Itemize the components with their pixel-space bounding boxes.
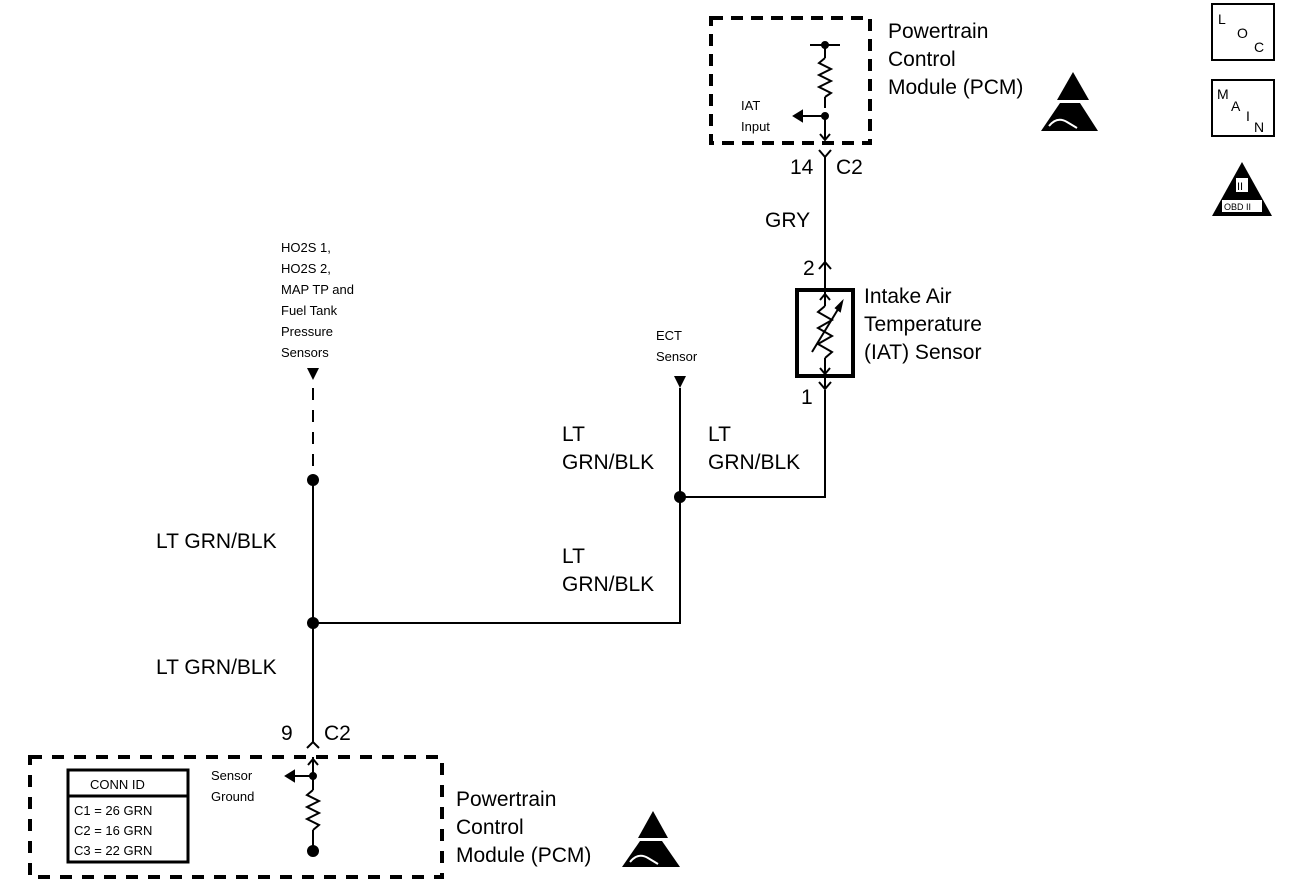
iat-title-line3: (IAT) Sensor (864, 341, 981, 364)
iat-sensor: 2 1 Intake Air Temperature (IAT) Sensor (795, 257, 982, 409)
pcm-top-input-label-line1: IAT (741, 98, 760, 113)
splice-point (307, 474, 319, 486)
conn-id-row: C2 = 16 GRN (74, 823, 152, 838)
iat-title-line1: Intake Air (864, 285, 952, 308)
svg-text:OBD II: OBD II (1224, 202, 1251, 212)
pcm-bottom-connector-id: C2 (324, 722, 351, 745)
svg-text:N: N (1254, 119, 1264, 135)
ect-to-main-wire (313, 497, 681, 624)
other-sensors-line5: Pressure (281, 324, 333, 339)
other-sensors-arrow-icon (307, 368, 319, 380)
esd-warning-icon (622, 811, 680, 867)
ect-label-line1: ECT (656, 328, 682, 343)
sensor-ground-line2: Ground (211, 789, 254, 804)
pcm-bottom-ground-resistor-icon (284, 757, 322, 857)
svg-text:A: A (1231, 98, 1241, 114)
pcm-top-dashed-box (709, 16, 872, 145)
wire-label-grn-blk: GRN/BLK (562, 573, 654, 596)
loc-icon: L O C (1211, 3, 1275, 61)
pcm-bottom-connector: 9 C2 (281, 722, 351, 749)
other-sensors-line1: HO2S 1, (281, 240, 331, 255)
svg-text:II: II (1237, 181, 1243, 193)
pcm-top-title-line2: Control (888, 48, 956, 71)
sensor-ground-line1: Sensor (211, 768, 253, 783)
wire-label-lt: LT (562, 545, 585, 568)
conn-id-row: C1 = 26 GRN (74, 803, 152, 818)
pcm-bottom-title-line2: Control (456, 816, 524, 839)
wire-network (312, 157, 826, 742)
conn-id-header: CONN ID (90, 777, 145, 792)
wire-label-lt: LT (562, 423, 585, 446)
thermistor-icon (811, 292, 844, 376)
ect-arrow-icon (674, 376, 686, 388)
svg-text:L: L (1218, 11, 1226, 27)
wire-label-gry: GRY (765, 209, 810, 232)
pcm-bottom-title-line3: Module (PCM) (456, 844, 591, 867)
splice-dots (307, 474, 686, 629)
pcm-top-pullup-resistor-icon (792, 41, 840, 142)
pcm-top-title-line1: Powertrain (888, 20, 988, 43)
iat-pin-bottom: 1 (801, 386, 813, 409)
other-sensors-line2: HO2S 2, (281, 261, 331, 276)
pcm-bottom-pin-number: 9 (281, 722, 293, 745)
wire-label-lt: LT (708, 423, 731, 446)
main-icon: M A I N (1211, 79, 1275, 137)
pcm-top-connector-id: C2 (836, 156, 863, 179)
svg-text:C: C (1254, 39, 1264, 55)
ect-label-line2: Sensor (656, 349, 698, 364)
other-sensors-line3: MAP TP and (281, 282, 354, 297)
pcm-top-module: IAT Input Powertrain Control Module (PCM… (709, 16, 1098, 145)
pcm-bottom-module: CONN ID C1 = 26 GRN C2 = 16 GRN C3 = 22 … (28, 755, 680, 879)
pcm-top-title-line3: Module (PCM) (888, 76, 1023, 99)
pcm-bottom-dashed-box (28, 755, 444, 879)
svg-text:M: M (1217, 86, 1229, 102)
pcm-bottom-title-line1: Powertrain (456, 788, 556, 811)
wire-label-lt-grn-blk: LT GRN/BLK (156, 656, 277, 679)
conn-id-row: C3 = 22 GRN (74, 843, 152, 858)
ect-sensor-reference: ECT Sensor (656, 328, 698, 388)
splice-point (674, 491, 686, 503)
other-sensors-reference: HO2S 1, HO2S 2, MAP TP and Fuel Tank Pre… (281, 240, 354, 380)
obd-ii-icon: II OBD II (1212, 162, 1272, 216)
conn-id-table: CONN ID C1 = 26 GRN C2 = 16 GRN C3 = 22 … (66, 768, 190, 864)
iat-pin-top: 2 (803, 257, 815, 280)
wire-label-grn-blk: GRN/BLK (708, 451, 800, 474)
svg-text:I: I (1246, 108, 1250, 124)
wire-label-grn-blk: GRN/BLK (562, 451, 654, 474)
pcm-top-pin-number: 14 (790, 156, 814, 179)
pcm-top-input-label-line2: Input (741, 119, 770, 134)
wire-label-lt-grn-blk: LT GRN/BLK (156, 530, 277, 553)
esd-warning-icon (1041, 72, 1098, 131)
splice-point (307, 617, 319, 629)
other-sensors-line4: Fuel Tank (281, 303, 338, 318)
pcm-top-connector: 14 C2 (790, 149, 863, 179)
svg-text:O: O (1237, 25, 1248, 41)
iat-title-line2: Temperature (864, 313, 982, 336)
other-sensors-line6: Sensors (281, 345, 329, 360)
iat-signal-return-wire (680, 390, 826, 498)
